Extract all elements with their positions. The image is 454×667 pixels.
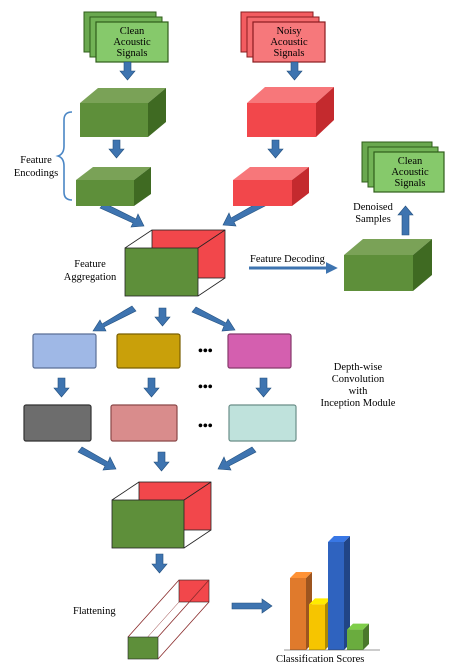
score-bar (290, 572, 312, 650)
feature-aggregation-label-1: Feature (74, 259, 106, 270)
noisy-input-line-3: Signals (274, 48, 305, 59)
ellipsis-row-1: ••• (198, 344, 213, 359)
arrow-down-icon (154, 307, 171, 327)
classification-scores-chart (290, 536, 369, 650)
clean-encoder-cube-1 (80, 88, 166, 137)
classification-scores-label: Classification Scores (276, 654, 364, 665)
feature-aggregation-block (124, 229, 226, 297)
denoised-samples-label-2: Samples (355, 214, 391, 225)
feature-decoder-cube (344, 239, 432, 291)
arrow-down-icon (255, 377, 272, 398)
score-bar (309, 598, 331, 650)
inception-branch-row-2 (23, 404, 297, 442)
depthwise-label-1: Depth-wise (334, 362, 383, 373)
ellipsis-row-2: ••• (198, 419, 213, 434)
arrow-down-icon (108, 139, 125, 159)
arrow-down-icon (286, 61, 303, 81)
arrow-down-icon (151, 553, 168, 574)
arrow-diagonal-icon (99, 202, 145, 228)
depthwise-label-2: Convolution (332, 374, 385, 385)
flow-arrows (53, 61, 414, 614)
feature-aggregation-label-2: Aggregation (64, 272, 117, 283)
feature-encodings-label-1: Feature (20, 155, 52, 166)
noisy-signal-input-stack: Noisy Acoustic Signals (240, 11, 326, 63)
clean-input-line-3: Signals (117, 48, 148, 59)
arrow-right-icon (231, 598, 273, 614)
arrow-up-icon (397, 205, 414, 236)
feature-decoding-label: Feature Decoding (250, 254, 326, 265)
arrow-diagonal-icon (92, 305, 137, 332)
clean-signal-input-stack: Clean Acoustic Signals (83, 11, 169, 63)
clean-input-line-2: Acoustic (113, 37, 151, 48)
output-line-2: Acoustic (391, 167, 429, 178)
output-line-3: Signals (395, 178, 426, 189)
arrow-down-icon (119, 61, 136, 81)
clean-signal-output-stack: Clean Acoustic Signals (361, 141, 445, 193)
flattening-label: Flattening (73, 606, 116, 617)
depthwise-label-4: Inception Module (321, 398, 396, 409)
arrow-down-icon (153, 451, 170, 472)
score-bar (328, 536, 350, 650)
noisy-encoder-cube-1 (247, 87, 334, 137)
arrow-down-icon (267, 139, 284, 159)
inception-branch-row-1 (32, 333, 292, 369)
arrow-down-icon (53, 377, 70, 398)
clean-encoder-cube-2 (76, 167, 151, 206)
feature-encodings-bracket (55, 111, 73, 201)
output-line-1: Clean (398, 156, 423, 167)
inception-concat-block (111, 481, 212, 549)
arrow-diagonal-icon (77, 446, 117, 471)
arrow-down-icon (143, 377, 160, 398)
depthwise-label-3: with (349, 386, 368, 397)
score-bar (347, 623, 369, 650)
clean-input-line-1: Clean (120, 26, 145, 37)
arrow-diagonal-icon (217, 446, 257, 471)
ellipsis-row-mid: ••• (198, 380, 213, 395)
flatten-block (127, 579, 210, 660)
denoised-samples-label-1: Denoised (353, 202, 393, 213)
noisy-input-line-2: Acoustic (270, 37, 308, 48)
feature-encodings-label-2: Encodings (14, 168, 58, 179)
arrow-diagonal-icon (191, 306, 236, 332)
noisy-encoder-cube-2 (233, 167, 309, 206)
noisy-input-line-1: Noisy (276, 26, 302, 37)
